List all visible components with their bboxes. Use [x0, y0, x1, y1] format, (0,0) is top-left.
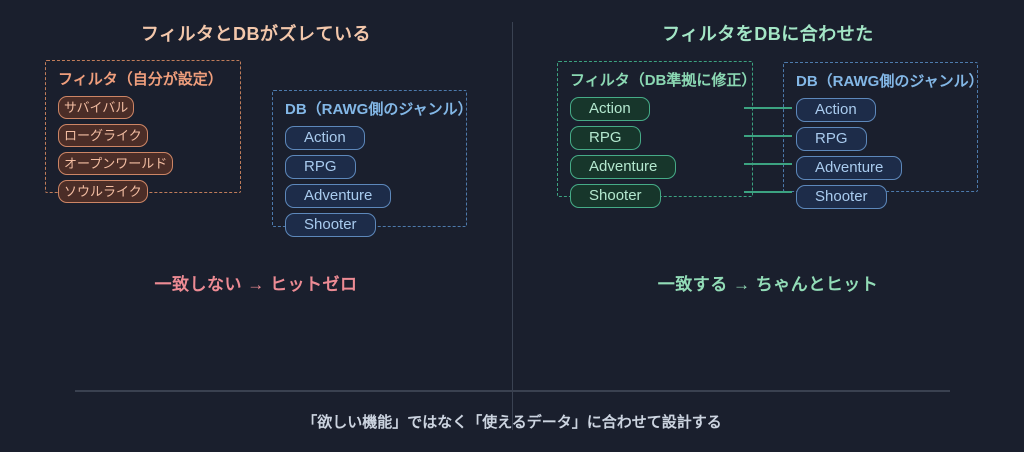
- horizontal-divider: [75, 390, 950, 392]
- tag-pill: Shooter: [570, 184, 661, 208]
- tag-pill: ローグライク: [58, 124, 148, 147]
- tag-pill: Shooter: [285, 213, 376, 237]
- tag-pill: Action: [796, 98, 876, 122]
- tag-pill: RPG: [285, 155, 356, 179]
- tag-pill: オープンワールド: [58, 152, 174, 175]
- footer-note: 「欲しい機能」ではなく「使えるデータ」に合わせて設計する: [302, 414, 722, 431]
- left-filter-tag-list: サバイバルローグライクオープンワールドソウルライク: [58, 96, 174, 203]
- tag-pill: Action: [285, 126, 365, 150]
- connector-line: [744, 135, 792, 137]
- left-result-caption: 一致しない → ヒットゼロ: [154, 275, 358, 294]
- tag-pill: Adventure: [285, 184, 392, 208]
- left-filter-box-label: フィルタ（自分が設定）: [58, 71, 223, 88]
- right-db-box-label: DB（RAWG側のジャンル）: [796, 73, 984, 90]
- connector-line: [744, 191, 792, 193]
- left-filter-box: フィルタ（自分が設定） サバイバルローグライクオープンワールドソウルライク: [45, 60, 241, 203]
- left-panel-title: フィルタとDBがズレている: [140, 24, 372, 44]
- vertical-divider: [512, 22, 513, 430]
- tag-pill: サバイバル: [58, 96, 135, 119]
- tag-pill: Shooter: [796, 185, 887, 209]
- right-result-caption: 一致する → ちゃんとヒット: [657, 275, 879, 294]
- tag-pill: RPG: [570, 126, 641, 150]
- connector-line: [744, 107, 792, 109]
- left-db-box-label: DB（RAWG側のジャンル）: [285, 101, 473, 118]
- connector-line: [744, 163, 792, 165]
- tag-pill: Adventure: [570, 155, 677, 179]
- right-panel-title: フィルタをDBに合わせた: [662, 24, 874, 44]
- tag-pill: ソウルライク: [58, 180, 148, 203]
- tag-pill: RPG: [796, 127, 867, 151]
- tag-pill: Adventure: [796, 156, 903, 180]
- right-filter-box-label: フィルタ（DB準拠に修正）: [570, 72, 757, 89]
- tag-pill: Action: [570, 97, 650, 121]
